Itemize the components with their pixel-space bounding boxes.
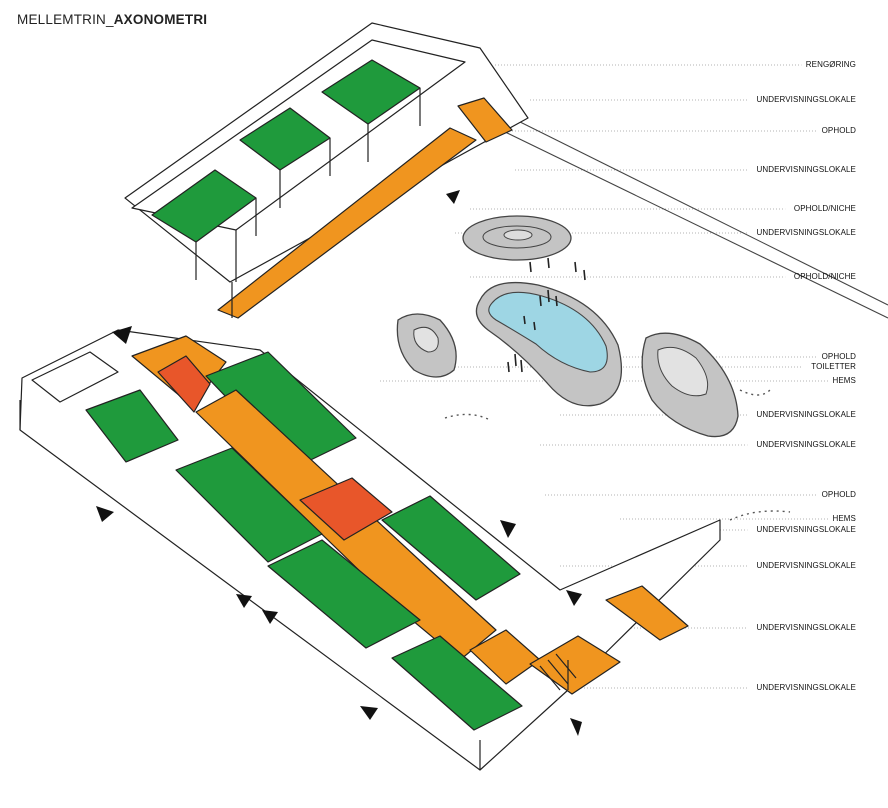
- courtyard: [396, 215, 791, 521]
- room-label: UNDERVISNINGSLOKALE: [756, 95, 856, 104]
- room-label: UNDERVISNINGSLOKALE: [756, 165, 856, 174]
- pond: [488, 291, 608, 373]
- section-arrows: [96, 190, 582, 736]
- lower-classroom-e: [267, 539, 421, 649]
- lower-classroom-c: [175, 447, 323, 563]
- lower-wing: [19, 329, 721, 771]
- room-label: UNDERVISNINGSLOKALE: [756, 440, 856, 449]
- room-label: HEMS: [832, 514, 856, 523]
- lower-classroom-d: [381, 495, 521, 601]
- section-arrow: [500, 520, 516, 538]
- ramp: [605, 585, 689, 641]
- section-arrow: [566, 590, 582, 606]
- stair: [529, 635, 621, 695]
- room-label: OPHOLD: [821, 352, 856, 361]
- lower-classroom-a: [85, 389, 179, 463]
- toilets: [31, 351, 119, 403]
- room-label: UNDERVISNINGSLOKALE: [756, 623, 856, 632]
- room-label: UNDERVISNINGSLOKALE: [756, 228, 856, 237]
- room-label: OPHOLD: [821, 126, 856, 135]
- section-arrow: [236, 594, 252, 608]
- room-label: OPHOLD: [821, 490, 856, 499]
- lower-classroom-f: [391, 635, 523, 731]
- hems-2-red: [299, 477, 393, 541]
- room-label: HEMS: [832, 376, 856, 385]
- room-label: OPHOLD/NICHE: [793, 204, 856, 213]
- upper-corridor: [217, 127, 477, 319]
- room-label: UNDERVISNINGSLOKALE: [756, 561, 856, 570]
- room-label: TOILETTER: [811, 362, 856, 371]
- upper-ophold: [457, 97, 513, 143]
- site-boundary: [491, 107, 888, 319]
- hems-1-red: [157, 355, 211, 413]
- title-bold: AXONOMETRI: [113, 12, 208, 27]
- section-arrow: [262, 610, 278, 624]
- room-label: UNDERVISNINGSLOKALE: [756, 410, 856, 419]
- title-prefix: MELLEMTRIN_: [17, 12, 114, 27]
- room-label: OPHOLD/NICHE: [793, 272, 856, 281]
- section-arrow: [96, 506, 114, 522]
- section-arrow: [570, 718, 582, 736]
- section-arrow: [112, 326, 132, 344]
- section-arrow: [360, 706, 378, 720]
- room-label: UNDERVISNINGSLOKALE: [756, 683, 856, 692]
- room-label: RENGØRING: [805, 60, 856, 69]
- upper-wing: [124, 22, 529, 319]
- section-arrow: [446, 190, 460, 204]
- drawing-title: MELLEMTRIN_AXONOMETRI: [17, 12, 207, 27]
- room-label: UNDERVISNINGSLOKALE: [756, 525, 856, 534]
